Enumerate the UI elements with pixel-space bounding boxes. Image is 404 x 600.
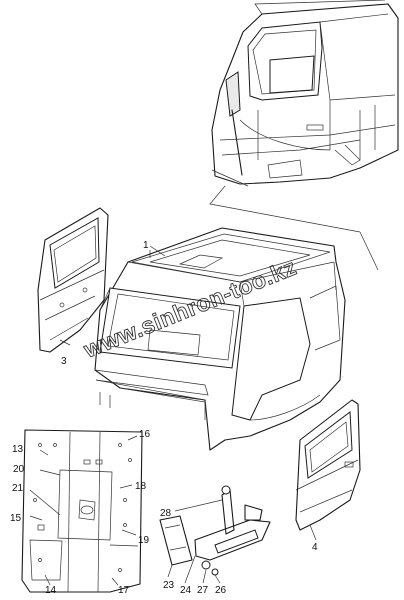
label-13: 13 bbox=[12, 444, 24, 455]
label-4: 4 bbox=[312, 542, 318, 553]
door-lock-assembly bbox=[159, 485, 271, 576]
label-16: 16 bbox=[139, 429, 151, 440]
assembled-cab bbox=[211, 0, 399, 187]
label-28: 28 bbox=[160, 508, 172, 519]
assembly-guide-line bbox=[209, 185, 361, 233]
label-18: 18 bbox=[135, 481, 147, 492]
left-door bbox=[37, 207, 109, 353]
label-21: 21 bbox=[12, 483, 24, 494]
label-3: 3 bbox=[61, 356, 67, 367]
part-labels: 1 3 4 13 20 21 15 16 18 19 17 14 28 23 2… bbox=[10, 240, 318, 596]
label-27: 27 bbox=[197, 585, 209, 596]
label-19: 19 bbox=[138, 535, 150, 546]
label-23: 23 bbox=[163, 580, 175, 591]
assembly-guide-line bbox=[359, 231, 379, 271]
label-17: 17 bbox=[118, 585, 130, 596]
floor-panel bbox=[21, 429, 143, 593]
cab-body-shell bbox=[94, 227, 346, 451]
label-15: 15 bbox=[10, 513, 22, 524]
label-14: 14 bbox=[45, 585, 57, 596]
label-26: 26 bbox=[215, 585, 227, 596]
label-1: 1 bbox=[143, 240, 149, 251]
leader-lines bbox=[29, 245, 317, 586]
label-24: 24 bbox=[180, 585, 192, 596]
right-door bbox=[295, 399, 361, 531]
label-20: 20 bbox=[13, 464, 25, 475]
